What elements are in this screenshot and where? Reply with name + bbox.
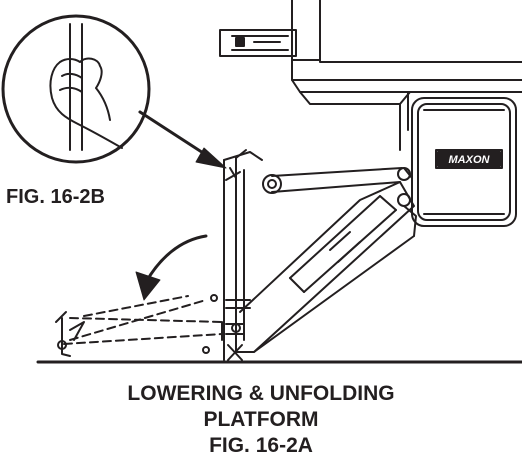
lift-column bbox=[202, 149, 263, 361]
truck-body bbox=[219, 0, 522, 151]
hydraulic-cylinder bbox=[235, 181, 417, 353]
platform-folded bbox=[55, 295, 223, 357]
maxon-logo: MAXON bbox=[449, 154, 491, 166]
curved-arrow-icon bbox=[135, 234, 208, 301]
caption-line: LOWERING & UNFOLDING bbox=[127, 382, 395, 405]
detail-figure-label: FIG. 16-2B bbox=[6, 186, 105, 208]
parallel-arm bbox=[262, 167, 413, 194]
control-box: MAXON bbox=[411, 97, 517, 227]
caption-line: PLATFORM bbox=[203, 408, 319, 431]
detail-circle bbox=[1, 14, 151, 164]
caption-line: FIG. 16-2A bbox=[209, 434, 313, 457]
liftgate-illustration: MAXON bbox=[1, 0, 522, 364]
arrow-icon bbox=[138, 110, 227, 169]
hand-grip-icon bbox=[49, 57, 123, 149]
